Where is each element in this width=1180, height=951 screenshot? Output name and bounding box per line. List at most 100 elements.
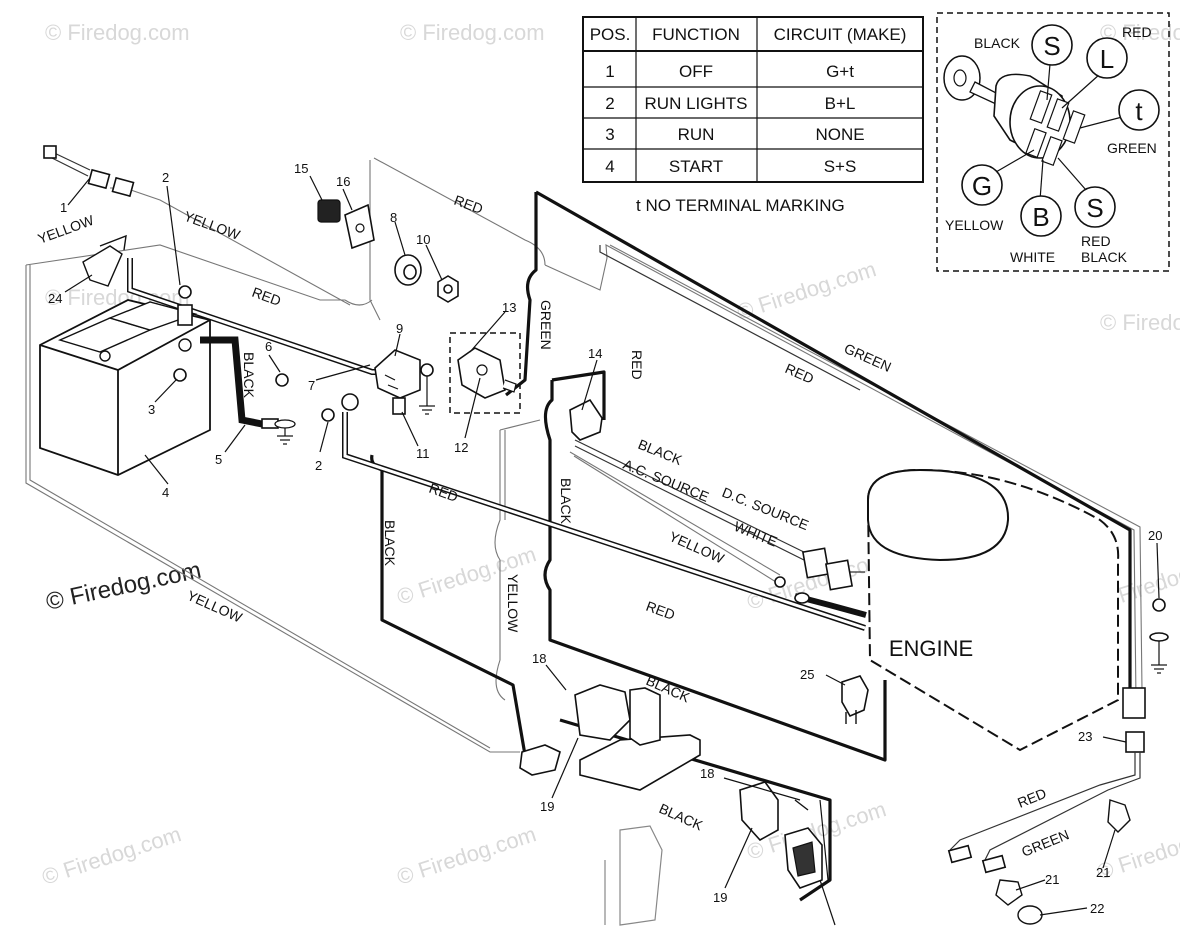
function-table: POS. FUNCTION CIRCUIT (MAKE) 1 OFF G+t 2… [582,16,924,183]
part-number: 20 [1148,528,1162,543]
engine: ENGINE [866,468,1120,752]
table-cell: NONE [815,125,864,144]
wire-label-black: BLACK [558,478,574,525]
watermark: © Firedog.com [400,20,545,45]
terminal-b: B [1032,202,1049,232]
table-cell: RUN LIGHTS [645,94,748,113]
table-cell: OFF [679,62,713,81]
inset-label-red: RED [1122,24,1152,40]
part-number: 11 [416,446,430,461]
terminal-s-bottom: S [1086,193,1103,223]
part-number: 23 [1078,729,1092,744]
ignition-switch-box [449,332,521,414]
diode-module-part [569,398,603,441]
table-cell: 3 [605,125,614,144]
part-number: 25 [800,667,814,682]
hardware [173,285,1169,642]
table-cell: G+t [826,62,854,81]
ignition-switch-body [993,73,1086,167]
wire-label-ac-source: A.C. SOURCE [621,456,711,505]
inset-label-red-black-line2: BLACK [1081,249,1128,265]
part-number: 7 [308,378,315,393]
table-cell: 4 [605,157,614,176]
part-number: 13 [502,300,516,315]
terminal-t: t [1135,96,1143,126]
battery [39,299,211,476]
table-header-function: FUNCTION [652,25,740,44]
key-part [317,199,341,223]
part-number: 12 [454,440,468,455]
ground-symbol [1151,641,1167,674]
wire-label-red: RED [427,480,460,505]
inset-label-yellow: YELLOW [945,217,1004,233]
terminal-s-top: S [1043,31,1060,61]
table-cell: 1 [605,62,614,81]
key-icon [943,55,1001,105]
wire-label-red: RED [250,284,283,309]
watermark: © Firedog.com [734,256,879,324]
inset-label-green: GREEN [1107,140,1157,156]
table-header-circuit: CIRCUIT (MAKE) [774,25,907,44]
terminal-l: L [1100,44,1114,74]
table-note: t NO TERMINAL MARKING [636,196,845,215]
part-number: 15 [294,161,308,176]
part-number: 21 [1045,872,1059,887]
engine-harness [569,439,865,583]
wire-label-black: BLACK [657,800,706,834]
engine-connectors [774,547,867,618]
watermark: © Firedog.com [39,821,184,889]
part-number: 21 [1096,865,1110,880]
wire-label-dc-source: D.C. SOURCE [720,484,811,533]
table-cell: S+S [824,157,857,176]
wire-label-yellow: YELLOW [505,574,521,633]
table-header-pos: POS. [590,25,631,44]
part-number: 5 [215,452,222,467]
wire-label-black: BLACK [241,352,257,399]
copyright-watermark: © Firedog.com [44,557,204,616]
wire-label-white: WHITE [732,518,780,550]
table-cell: START [669,157,723,176]
switch-inset: S L t G B S BLACK RED GREEN YELLOW WHITE… [936,12,1170,272]
nut-part [437,275,459,303]
terminal-g: G [972,171,992,201]
ground-symbol [419,376,435,415]
wire-label-yellow: YELLOW [182,208,243,243]
wire-label-yellow: YELLOW [667,528,728,567]
part-number: 6 [265,339,272,354]
part-number: 2 [162,170,169,185]
frame-bracket [604,825,663,926]
part-number: 9 [396,321,403,336]
battery-cover-part [82,234,127,287]
key-switch-bezel-part [344,203,375,250]
engine-label: ENGINE [889,636,973,661]
part-number: 14 [588,346,602,361]
seat-switch-bracket-part [519,684,701,791]
table-cell: RUN [678,125,715,144]
part-number: 8 [390,210,397,225]
bushing-part [394,254,422,286]
inset-label-white: WHITE [1010,249,1055,265]
part-number: 22 [1090,901,1104,916]
part-number: 1 [60,200,67,215]
solenoid [374,349,421,415]
heavy-wires [370,190,1132,902]
part-number: 18 [700,766,714,781]
wire-label-red: RED [644,598,677,623]
watermark: © Firedog.com [45,20,190,45]
ignition-switch-part [457,347,517,399]
seat-switch-part [739,781,823,889]
wire-label-black: BLACK [382,520,398,567]
part-number: 3 [148,402,155,417]
negative-cable [200,336,263,428]
part-numbers: 1 2 3 4 5 6 7 8 9 10 11 12 13 14 15 16 1… [48,161,1162,916]
part-number: 16 [336,174,350,189]
lamp-sockets [947,799,1131,925]
inset-label-red-black-line1: RED [1081,233,1111,249]
wire-label-red: RED [452,192,485,217]
part-number: 2 [315,458,322,473]
ground-symbol [274,419,296,445]
watermark: © Firedog.com [394,821,539,889]
wire-label-yellow: YELLOW [36,212,97,247]
part-number: 10 [416,232,430,247]
